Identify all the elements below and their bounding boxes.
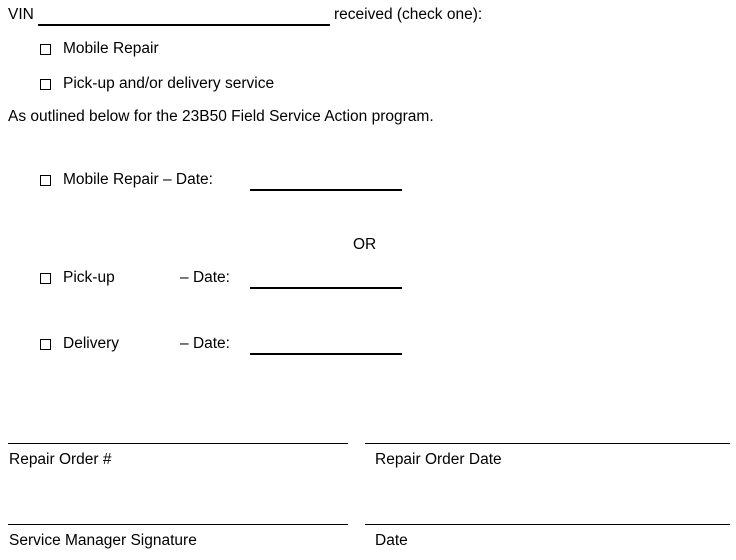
signature-rule-service-manager[interactable] (8, 524, 348, 525)
caption-date: Date (375, 532, 408, 549)
date-blank-pickup[interactable] (250, 287, 402, 289)
signature-rule-repair-order-date[interactable] (365, 443, 730, 444)
vin-label: VIN (8, 6, 34, 23)
vin-received-check-one-text: received (check one): (334, 6, 483, 23)
checkbox-mobile-repair-date[interactable] (40, 175, 51, 186)
label-mobile-repair-date-text: Mobile Repair (63, 171, 159, 188)
dash-date-label-pickup: – Date: (180, 268, 230, 288)
date-label-mobile-repair: Date: (175, 171, 213, 188)
signature-rule-repair-order[interactable] (8, 443, 348, 444)
caption-repair-order-number: Repair Order # (9, 451, 112, 468)
checkbox-delivery[interactable] (40, 339, 51, 350)
date-blank-mobile-repair[interactable] (250, 189, 402, 191)
dash-date-label-delivery: – Date: (180, 334, 230, 354)
dash-pickup: – (180, 269, 189, 286)
checkbox-pickup[interactable] (40, 273, 51, 284)
date-label-delivery: Date: (192, 335, 230, 352)
label-pickup-and-or-delivery-service: Pick-up and/or delivery service (63, 75, 275, 92)
caption-repair-order-date: Repair Order Date (375, 451, 502, 468)
label-mobile-repair: Mobile Repair (63, 40, 159, 57)
date-blank-delivery[interactable] (250, 353, 402, 355)
program-statement: As outlined below for the 23B50 Field Se… (8, 108, 434, 125)
dash-mobile-repair: – (162, 171, 172, 188)
checkbox-mobile-repair[interactable] (40, 44, 51, 55)
dash-delivery: – (180, 335, 189, 352)
or-separator-text: OR (353, 236, 377, 253)
label-delivery: Delivery (63, 335, 119, 352)
date-label-pickup: Date: (192, 269, 230, 286)
label-mobile-repair-date: Mobile Repair – Date: (63, 170, 213, 190)
caption-service-manager-signature: Service Manager Signature (9, 532, 197, 549)
checkbox-pickup-and-or-delivery-service[interactable] (40, 79, 51, 90)
vin-input-blank[interactable] (38, 24, 330, 26)
signature-rule-date[interactable] (365, 524, 730, 525)
label-pickup: Pick-up (63, 269, 115, 286)
